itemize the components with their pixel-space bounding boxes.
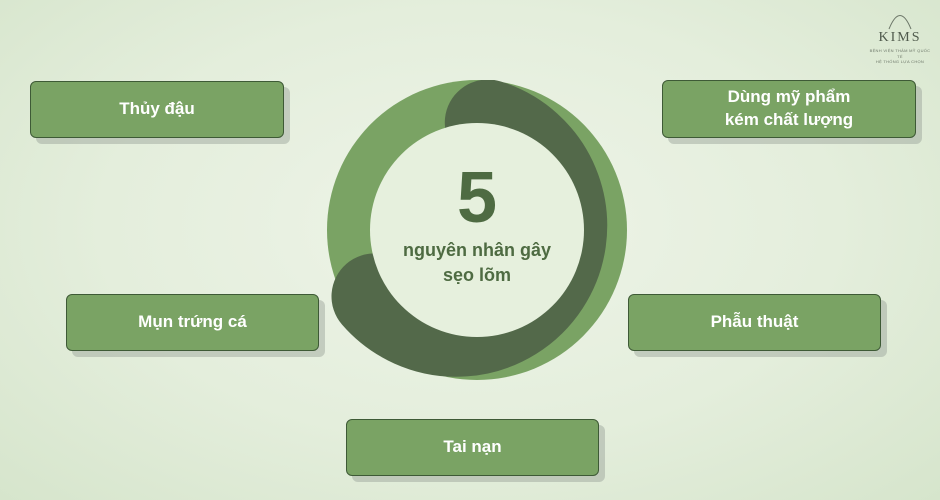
cause-box-mun-trung-ca: Mụn trứng cá [66, 294, 319, 351]
cause-label: Thủy đậu [119, 99, 195, 119]
logo-tagline-line1: BỆNH VIỆN THẨM MỸ QUỐC TẾ [869, 48, 931, 59]
logo-tagline: BỆNH VIỆN THẨM MỸ QUỐC TẾ HỆ THỐNG LỰA C… [868, 48, 932, 65]
cause-label: Dùng mỹ phẩm kém chất lượng [724, 87, 854, 129]
cause-label: Tai nạn [443, 437, 502, 457]
logo-arc-icon [888, 15, 912, 30]
cause-box-phau-thuat: Phẫu thuật [628, 294, 881, 351]
center-caption: nguyên nhân gây sẹo lõm [402, 240, 552, 286]
cause-label: Mụn trứng cá [138, 312, 247, 332]
ring-center [370, 123, 584, 337]
kims-logo: KIMS BỆNH VIỆN THẨM MỸ QUỐC TẾ HỆ THỐNG … [868, 8, 932, 66]
logo-brand: KIMS [878, 30, 922, 45]
cause-box-my-pham: Dùng mỹ phẩm kém chất lượng [662, 80, 916, 138]
cause-box-thuy-dau: Thủy đậu [30, 81, 284, 138]
donut-ring [327, 80, 627, 380]
center-number: 5 [456, 158, 498, 238]
cause-label: Phẫu thuật [710, 312, 799, 332]
logo-tagline-line2: HỆ THỐNG LỰA CHỌN [875, 59, 925, 65]
cause-box-tai-nan: Tai nạn [346, 419, 599, 476]
